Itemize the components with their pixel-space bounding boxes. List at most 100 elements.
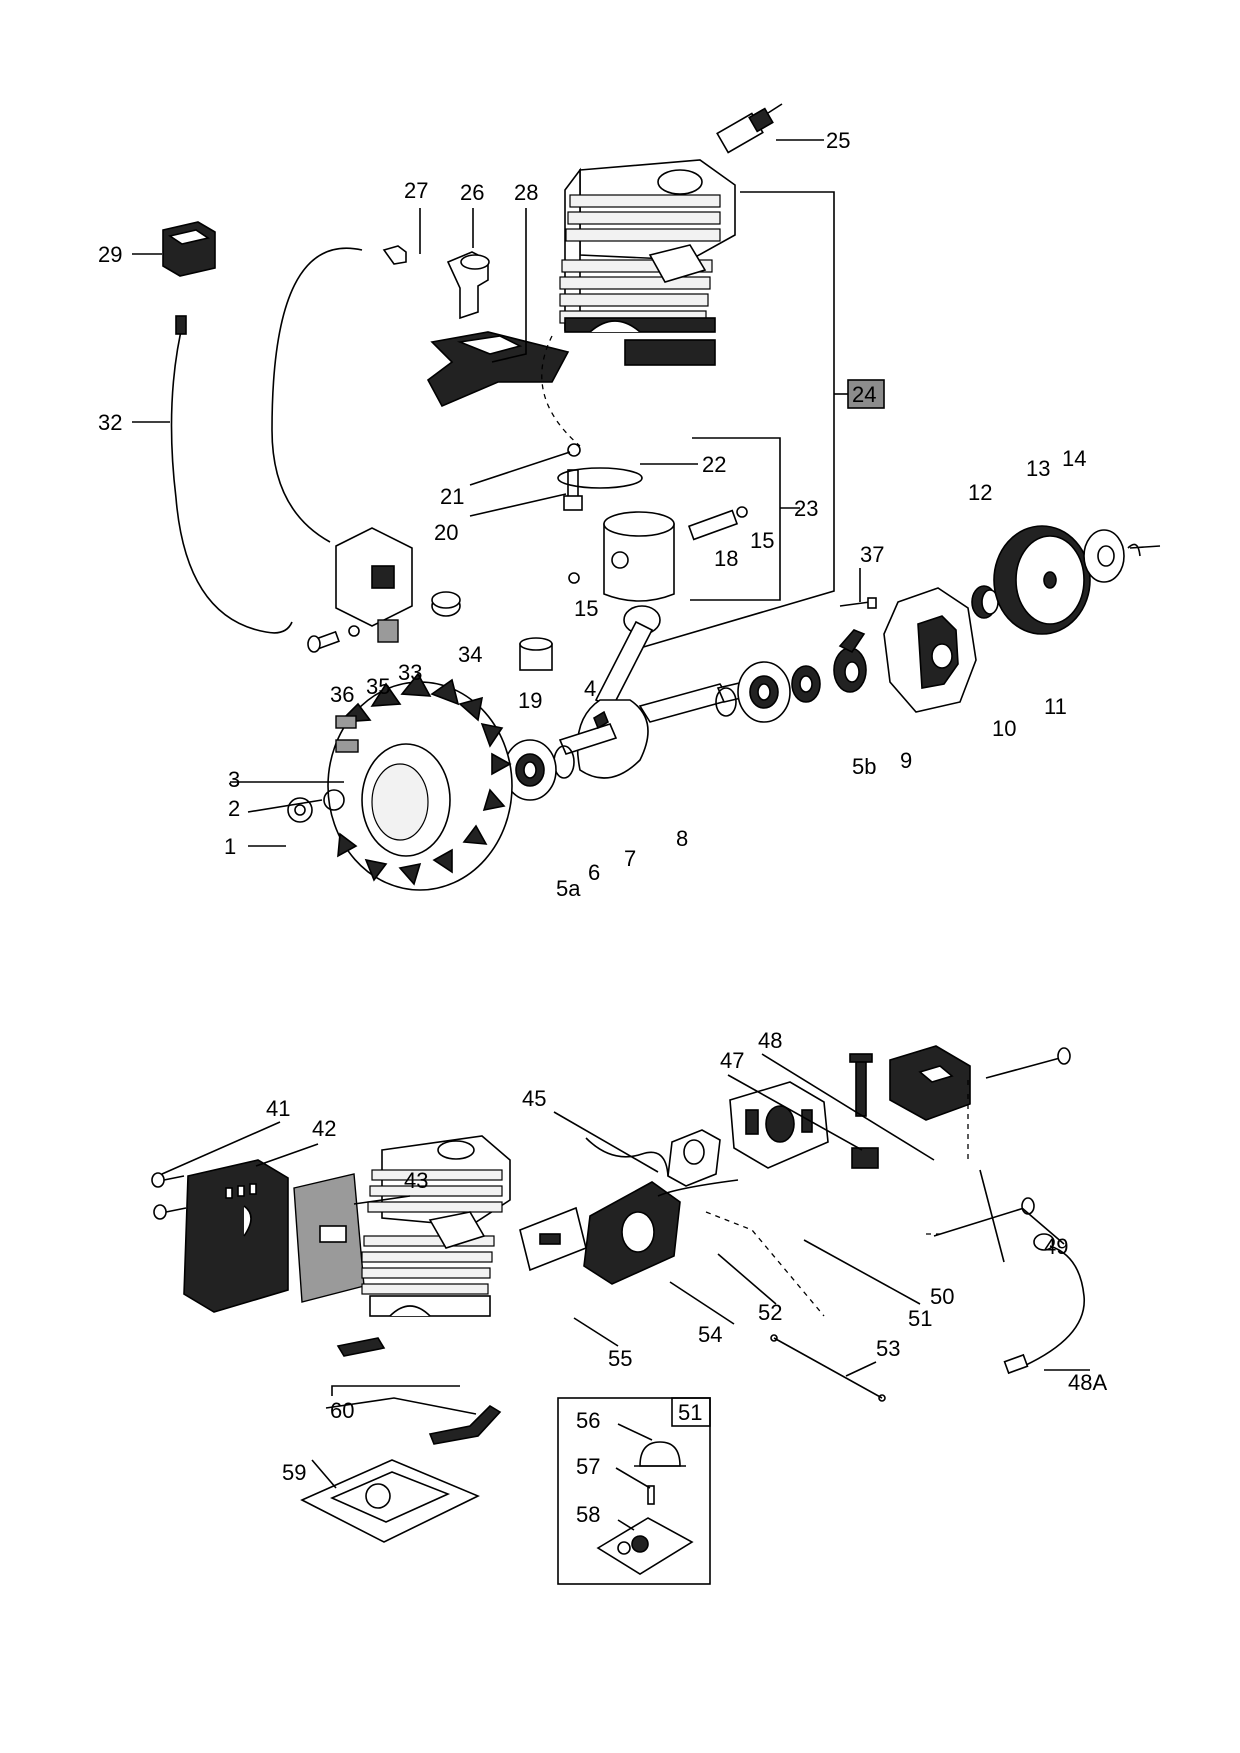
label-58: 58 — [576, 1502, 600, 1527]
muffler-cover-part — [183, 1159, 289, 1313]
leader-lines-bottom — [161, 1053, 1090, 1531]
circlip-left-part — [568, 572, 580, 584]
coil-spring-part — [431, 591, 461, 617]
gasket-set-58-part — [596, 1517, 694, 1575]
flywheel-part — [327, 672, 513, 891]
screw-36-part — [307, 630, 340, 653]
label-36: 36 — [330, 682, 354, 707]
bearing-right-part — [737, 661, 791, 723]
label-10: 10 — [992, 716, 1016, 741]
bearing-6-part — [503, 739, 557, 801]
washer-35-part — [348, 625, 360, 637]
washer-13-part — [1083, 529, 1125, 583]
label-13: 13 — [1026, 456, 1050, 481]
label-32: 32 — [98, 410, 122, 435]
label-51: 51 — [908, 1306, 932, 1331]
label-15-left: 15 — [574, 596, 598, 621]
label-33: 33 — [398, 660, 422, 685]
label-43: 43 — [404, 1168, 428, 1193]
piston-kit-bracket — [690, 437, 781, 601]
screw-37-part — [839, 597, 877, 609]
intake-manifold-54-part — [583, 1181, 681, 1285]
wire-clip-part — [382, 245, 407, 265]
label-49: 49 — [1044, 1234, 1068, 1259]
long-bolt-upper-part — [985, 1047, 1071, 1079]
needle-bearing-11-part — [971, 585, 999, 619]
carburetor-part — [729, 1081, 829, 1169]
label-2: 2 — [228, 796, 240, 821]
label-59: 59 — [282, 1460, 306, 1485]
label-37: 37 — [860, 542, 884, 567]
piston-ring-part — [557, 467, 643, 489]
label-3: 3 — [228, 767, 240, 792]
label-24: 24 — [852, 382, 876, 407]
label-42: 42 — [312, 1116, 336, 1141]
needle-bearing-19-part — [519, 637, 553, 671]
switch-wire-part — [170, 317, 293, 634]
label-48A: 48A — [1068, 1370, 1107, 1395]
leader-lines-top — [132, 139, 861, 847]
label-5b: 5b — [852, 754, 876, 779]
gasket-kit-59-part — [300, 1459, 480, 1543]
label-28: 28 — [514, 180, 538, 205]
cylinder-lower-part — [361, 1135, 511, 1317]
dashed-guide-carb — [705, 1211, 825, 1317]
air-box-48-part — [889, 1045, 971, 1121]
choke-rod-47-part — [849, 1053, 873, 1117]
label-1: 1 — [224, 834, 236, 859]
label-11: 11 — [1044, 694, 1067, 719]
label-18: 18 — [714, 546, 738, 571]
bolt-20-part — [563, 469, 583, 511]
piston-part — [603, 511, 675, 602]
spark-plug-boot-part — [446, 251, 490, 320]
long-bolt-49-part — [933, 1197, 1035, 1237]
label-12: 12 — [968, 480, 992, 505]
dashed-guide-line — [541, 335, 581, 447]
label-56: 56 — [576, 1408, 600, 1433]
label-51-box: 51 — [678, 1400, 702, 1425]
label-14: 14 — [1062, 446, 1086, 471]
throttle-rod-53-part — [770, 1334, 886, 1402]
label-35: 35 — [366, 674, 390, 699]
cylinder-part — [559, 159, 736, 366]
label-53: 53 — [876, 1336, 900, 1361]
label-21: 21 — [440, 484, 464, 509]
washer-2-part — [323, 789, 345, 811]
clutch-drum-12-part — [993, 525, 1091, 635]
ignition-coil-part — [271, 247, 413, 643]
carburetor-kit-inset-box — [557, 1397, 711, 1585]
circlip-right-part — [736, 506, 748, 518]
label-34: 34 — [458, 642, 482, 667]
fuel-line-part — [657, 1179, 739, 1197]
clutch-10-part — [883, 587, 977, 713]
label-4: 4 — [584, 676, 596, 701]
washer-21-part — [567, 443, 581, 457]
seal-ring-right-part — [715, 687, 737, 717]
cylinder-kit-bracket — [639, 191, 885, 649]
spark-plug-part — [716, 103, 783, 154]
screws-41-part — [151, 1172, 187, 1220]
label-48: 48 — [758, 1028, 782, 1053]
label-6: 6 — [588, 860, 600, 885]
oil-seal-5b-part — [791, 665, 821, 703]
label-26: 26 — [460, 180, 484, 205]
label-25: 25 — [826, 128, 850, 153]
label-23: 23 — [794, 496, 818, 521]
carb-gasket-52-part — [667, 1129, 721, 1187]
label-7: 7 — [624, 846, 636, 871]
muffler-gasket-part — [293, 1173, 365, 1303]
label-15-right: 15 — [750, 528, 774, 553]
wire-connector — [175, 315, 187, 335]
label-29: 29 — [98, 242, 122, 267]
stop-switch-part — [162, 221, 216, 277]
label-8: 8 — [676, 826, 688, 851]
label-41: 41 — [266, 1096, 290, 1121]
clips-60-part — [336, 1337, 502, 1445]
oil-pump-drive-9-part — [833, 629, 867, 693]
label-45: 45 — [522, 1086, 546, 1111]
label-20: 20 — [434, 520, 458, 545]
label-55: 55 — [608, 1346, 632, 1371]
heat-shield-part — [426, 331, 570, 408]
ground-cable-48A-part — [1003, 1233, 1085, 1375]
